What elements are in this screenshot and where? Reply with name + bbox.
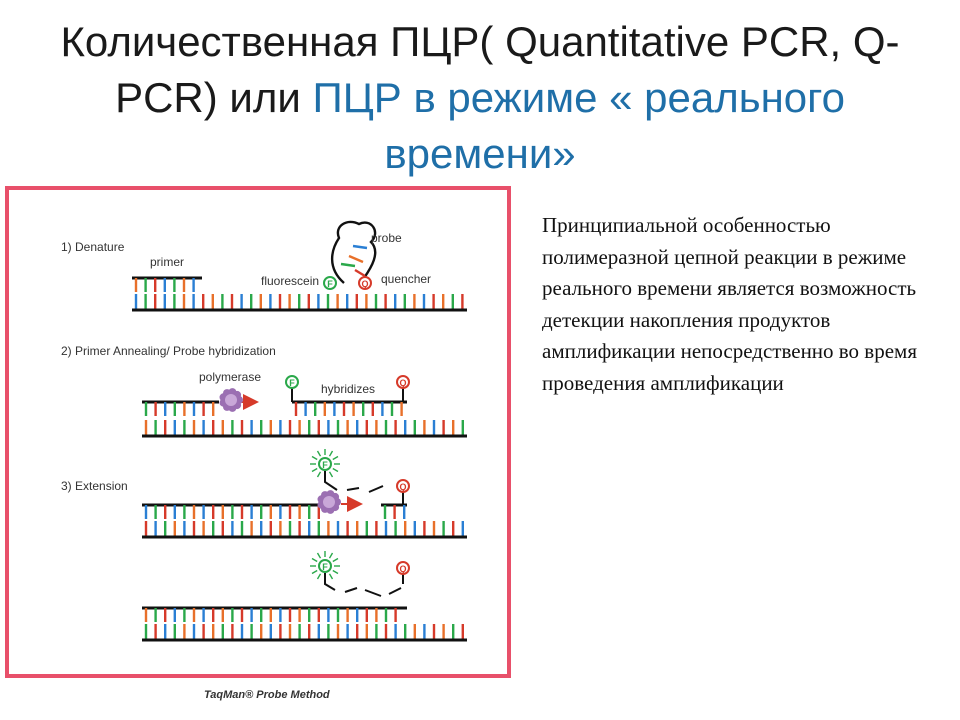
fluor-burst-2 xyxy=(316,552,322,559)
primer-label: primer xyxy=(150,255,184,269)
quencher-dye-4-circle xyxy=(396,561,410,575)
fluor-burst-2 xyxy=(311,569,318,575)
fluor-burst-2 xyxy=(328,552,334,559)
quencher-dye-2-circle xyxy=(396,375,410,389)
fluor-burst-1 xyxy=(328,450,334,457)
quencher-dye-3-circle xyxy=(396,479,410,493)
probe-coil xyxy=(330,220,377,284)
quencher-dye-1-letter: Q xyxy=(361,279,368,289)
title-highlight: ПЦР в режиме « реального времени» xyxy=(312,74,845,177)
cleaved-fragment xyxy=(324,471,338,491)
probe-base xyxy=(354,268,366,278)
fluor-burst-1 xyxy=(311,455,318,461)
fluor-burst-1 xyxy=(332,467,339,473)
fluor-burst-2 xyxy=(332,569,339,575)
probe-base xyxy=(352,244,368,250)
fluor-burst-2 xyxy=(316,573,322,580)
quencher-dye-3-letter: Q xyxy=(399,482,406,492)
fluor-dye-1-circle xyxy=(323,276,337,290)
slide-title: Количественная ПЦР( Quantitative PCR, Q-… xyxy=(40,14,920,182)
polymerase-label: polymerase xyxy=(199,370,261,384)
title-text: Количественная ПЦР( Quantitative PCR, Q-… xyxy=(60,18,900,121)
polymerase-2-core xyxy=(323,496,335,508)
cleaved-fragment xyxy=(388,587,402,595)
fluor-burst-1 xyxy=(328,471,334,478)
diagram-frame: F Q F Q F Q F Q 1) Denature 2) Primer Annealing… xyxy=(5,186,511,678)
quencher-dye-4-letter: Q xyxy=(399,564,406,574)
probe-label: probe xyxy=(371,231,402,245)
fluor-dye-4-circle xyxy=(318,559,332,573)
diagram-caption: TaqMan® Probe Method xyxy=(204,689,330,701)
diagram-shapes: F Q F Q F Q F Q xyxy=(219,220,410,597)
description-text: Принципиальной особенностью полимеразной… xyxy=(542,213,917,395)
cleaved-fragment xyxy=(344,587,358,593)
cleaved-fragment xyxy=(324,573,336,591)
fluor-burst-1 xyxy=(332,455,339,461)
cleaved-fragment xyxy=(364,589,382,597)
fluor-dye-4-letter: F xyxy=(322,562,328,572)
fluorescein-label: fluorescein xyxy=(261,274,319,288)
quencher-dye-1-circle xyxy=(358,276,372,290)
fluor-burst-1 xyxy=(316,450,322,457)
step1-label: 1) Denature xyxy=(61,240,125,254)
fluor-dye-2-letter: F xyxy=(289,378,295,388)
fluor-dye-1-letter: F xyxy=(327,279,333,289)
taqman-diagram: F Q F Q F Q F Q 1) Denature 2) Primer Annealing… xyxy=(61,220,467,642)
fluor-burst-2 xyxy=(332,557,339,563)
step3-label: 3) Extension xyxy=(61,479,128,493)
quencher-dye-2-letter: Q xyxy=(399,378,406,388)
quencher-label: quencher xyxy=(381,272,431,286)
fluor-dye-3-letter: F xyxy=(322,460,328,470)
fluor-dye-2-circle xyxy=(285,375,299,389)
probe-base xyxy=(340,262,356,268)
fluor-dye-3-circle xyxy=(318,457,332,471)
fluor-burst-1 xyxy=(311,467,318,473)
step2-label: 2) Primer Annealing/ Probe hybridization xyxy=(61,344,276,358)
dna-strands xyxy=(132,276,467,642)
hybridizes-label: hybridizes xyxy=(321,382,375,396)
cleaved-fragment xyxy=(368,485,384,493)
fluor-burst-2 xyxy=(328,573,334,580)
probe-base xyxy=(348,254,364,264)
fluor-burst-2 xyxy=(311,557,318,563)
fluor-burst-1 xyxy=(316,471,322,478)
cleaved-fragment xyxy=(346,487,360,491)
polymerase-1-core xyxy=(225,394,237,406)
